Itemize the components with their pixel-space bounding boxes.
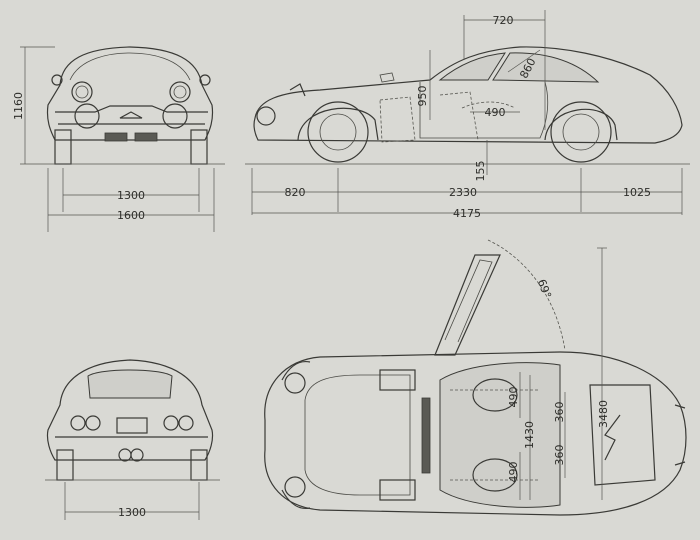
- seat-offset-2-label: 360: [553, 445, 566, 466]
- ground-clearance-label: 155: [474, 161, 487, 182]
- side-view: [245, 10, 690, 215]
- front-view: [20, 46, 225, 232]
- overall-length-label: 4175: [453, 207, 481, 220]
- door-open-width-label: 3480: [597, 400, 610, 428]
- seat-offset-1-label: 360: [553, 402, 566, 423]
- front-overhang-label: 820: [285, 186, 306, 199]
- overall-width-label: 1600: [117, 209, 145, 222]
- seat-span-label: 1430: [523, 421, 536, 449]
- front-track-label: 1300: [117, 189, 145, 202]
- front-height-label: 1160: [12, 92, 25, 120]
- wheelbase-label: 2330: [449, 186, 477, 199]
- rear-track-label: 1300: [118, 506, 146, 519]
- roof-door-label: 720: [493, 14, 514, 27]
- seat-width-2-label: 490: [507, 462, 520, 483]
- seat-width-1-label: 490: [507, 387, 520, 408]
- seat-depth-label: 490: [485, 106, 506, 119]
- sill-height-label: 950: [416, 86, 429, 107]
- top-view: [264, 239, 687, 516]
- door-angle-label: 69°: [535, 277, 554, 300]
- rear-overhang-label: 1025: [623, 186, 651, 199]
- rear-view: [45, 359, 220, 520]
